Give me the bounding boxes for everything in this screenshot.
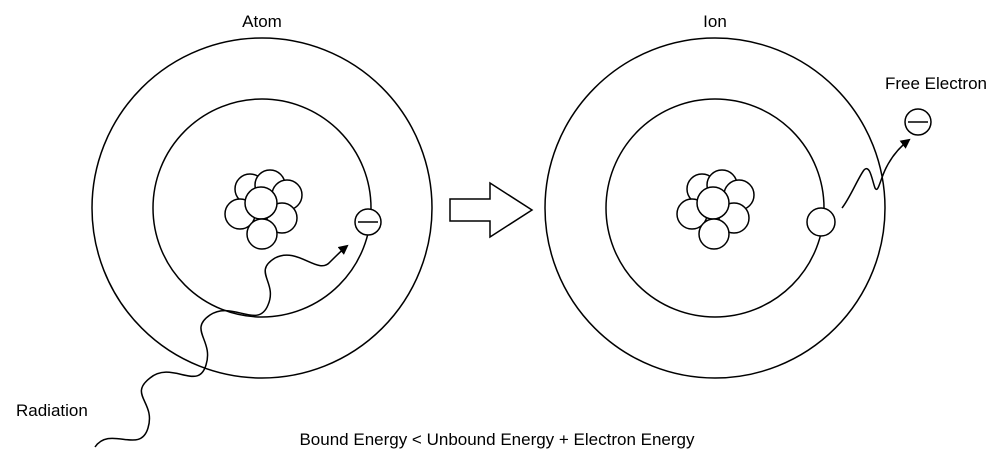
nucleus-particle [696,186,730,220]
atom-group [91,37,433,379]
radiation-label: Radiation [16,401,88,420]
atom-label: Atom [242,12,282,31]
nucleus-particle [244,186,278,220]
free-electron-label: Free Electron [885,74,987,93]
atom-outer-shell [91,37,433,379]
bound-electron [354,208,382,236]
ion-label: Ion [703,12,727,31]
ion-outer-shell [544,37,886,379]
nucleus-particle [246,218,278,250]
free-electron [904,108,932,136]
energy-equation: Bound Energy < Unbound Energy + Electron… [299,430,695,449]
vacancy-hole [806,207,836,237]
transition-arrow [449,181,534,239]
atom-inner-shell [152,98,372,318]
ion-nucleus [676,169,755,250]
ion-group [544,37,886,379]
nucleus-particle [698,218,730,250]
ejection-path [841,138,911,209]
radiation-wave [94,244,349,448]
atom-nucleus [224,169,303,250]
